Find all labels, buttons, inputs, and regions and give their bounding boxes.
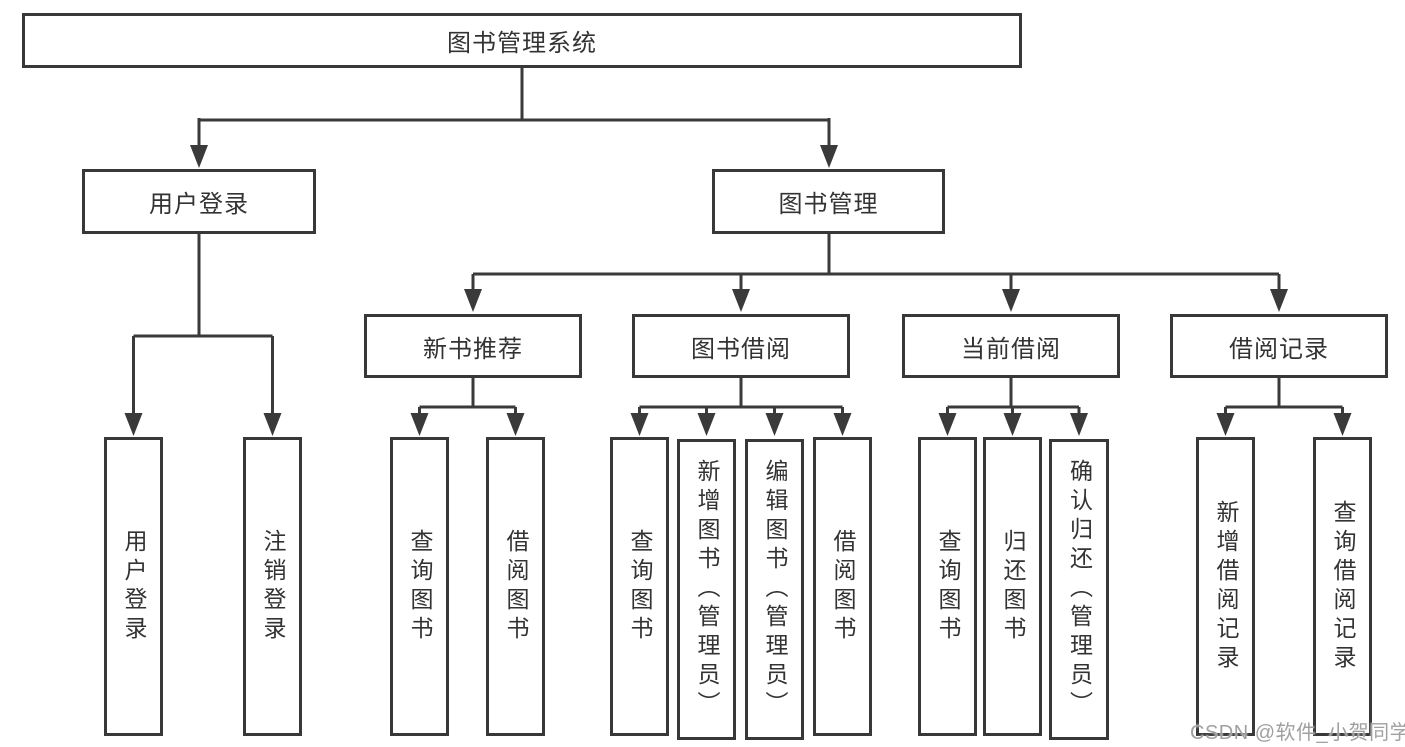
node-current-borrowing: 当前借阅 [902, 314, 1120, 378]
node-book-management: 图书管理 [712, 169, 945, 234]
node-label: 编辑图书（管理员） [762, 459, 788, 720]
leaf-edit-books-admin: 编辑图书（管理员） [745, 439, 804, 740]
node-label: 用户登录 [149, 191, 249, 218]
leaf-add-borrow-record: 新增借阅记录 [1196, 437, 1255, 736]
csdn-watermark: CSDN @软件_小贺同学 [1190, 722, 1405, 744]
leaf-query-borrow-record: 查询借阅记录 [1313, 437, 1372, 736]
node-label: 当前借阅 [961, 335, 1061, 363]
leaf-return-books: 归还图书 [983, 437, 1042, 736]
node-user-login: 用户登录 [82, 169, 316, 234]
node-label: 借阅图书 [503, 528, 529, 645]
node-label: 借阅记录 [1229, 335, 1329, 363]
node-label: 新增图书（管理员） [694, 459, 720, 720]
node-label: 查询图书 [407, 528, 433, 645]
arrow-down-icon [1333, 413, 1352, 436]
arrow-down-icon [938, 413, 957, 436]
arrow-down-icon [765, 413, 784, 436]
connector-book-mgmt-to-level3 [464, 233, 1288, 312]
leaf-query-books-borrowing: 查询图书 [610, 437, 669, 736]
node-label: 查询借阅记录 [1330, 499, 1356, 674]
node-label: 新增借阅记录 [1213, 499, 1239, 674]
node-label: 图书管理系统 [447, 30, 597, 57]
node-label: 用户登录 [121, 528, 147, 645]
node-label: 借阅图书 [830, 528, 856, 645]
leaf-query-books-current: 查询图书 [918, 437, 977, 736]
arrow-down-icon [190, 145, 208, 168]
arrow-down-icon [1003, 413, 1022, 436]
leaf-query-books-recommend: 查询图书 [390, 437, 449, 736]
node-label: 图书借阅 [691, 335, 791, 363]
connector-current-borrow-to-leaves [938, 378, 1088, 436]
node-label: 确认归还（管理员） [1066, 459, 1093, 720]
node-book-borrowing: 图书借阅 [632, 314, 850, 378]
node-label: 归还图书 [1000, 528, 1026, 645]
leaf-logout: 注销登录 [243, 437, 302, 736]
arrow-down-icon [1002, 289, 1020, 312]
arrow-down-icon [820, 145, 838, 168]
leaf-confirm-return-admin: 确认归还（管理员） [1049, 439, 1109, 740]
arrow-down-icon [410, 413, 429, 436]
arrow-down-icon [506, 413, 525, 436]
node-label: 新书推荐 [423, 335, 523, 363]
connector-user-login-to-leaves [124, 234, 282, 436]
leaf-add-books-admin: 新增图书（管理员） [677, 439, 736, 740]
arrow-down-icon [833, 413, 852, 436]
node-borrowing-records: 借阅记录 [1170, 314, 1388, 378]
connector-book-borrow-to-leaves [630, 378, 852, 436]
node-label: 注销登录 [260, 528, 286, 645]
node-label: 查询图书 [935, 528, 961, 645]
node-label: 查询图书 [627, 528, 653, 645]
node-library-management-system: 图书管理系统 [22, 13, 1022, 68]
leaf-borrow-books-borrowing: 借阅图书 [813, 437, 872, 736]
connector-root-to-level2 [190, 68, 838, 168]
node-label: 图书管理 [778, 191, 879, 218]
arrow-down-icon [1270, 289, 1288, 312]
arrow-down-icon [1070, 413, 1088, 436]
arrow-down-icon [732, 289, 750, 312]
connector-new-book-to-leaves [410, 378, 525, 436]
arrow-down-icon [697, 413, 716, 436]
leaf-user-login: 用户登录 [104, 437, 163, 736]
leaf-borrow-books-recommend: 借阅图书 [486, 437, 545, 736]
arrow-down-icon [630, 413, 649, 436]
arrow-down-icon [124, 413, 143, 436]
arrow-down-icon [464, 289, 482, 312]
arrow-down-icon [1216, 413, 1235, 436]
arrow-down-icon [263, 413, 282, 436]
node-new-book-recommendation: 新书推荐 [364, 314, 582, 378]
connector-borrow-record-to-leaves [1216, 378, 1352, 436]
